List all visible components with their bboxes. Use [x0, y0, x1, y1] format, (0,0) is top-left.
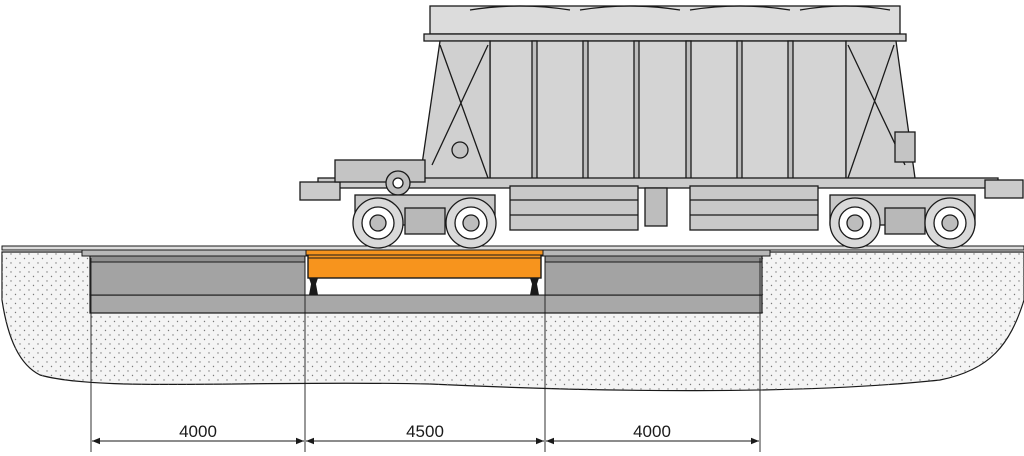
dimension-label-left-approach: 4000	[179, 422, 217, 441]
bogie-left	[352, 194, 497, 249]
rail	[1, 245, 1024, 251]
dimension-lines	[90, 258, 761, 452]
dimension-label-platform: 4500	[406, 422, 444, 441]
scale-platform	[305, 249, 544, 279]
bogie-right	[829, 194, 976, 249]
load-cell-right	[530, 278, 539, 295]
dimension-label-right-approach: 4000	[633, 422, 671, 441]
load-cell-left	[309, 278, 318, 295]
hopper-wagon	[299, 5, 1024, 231]
